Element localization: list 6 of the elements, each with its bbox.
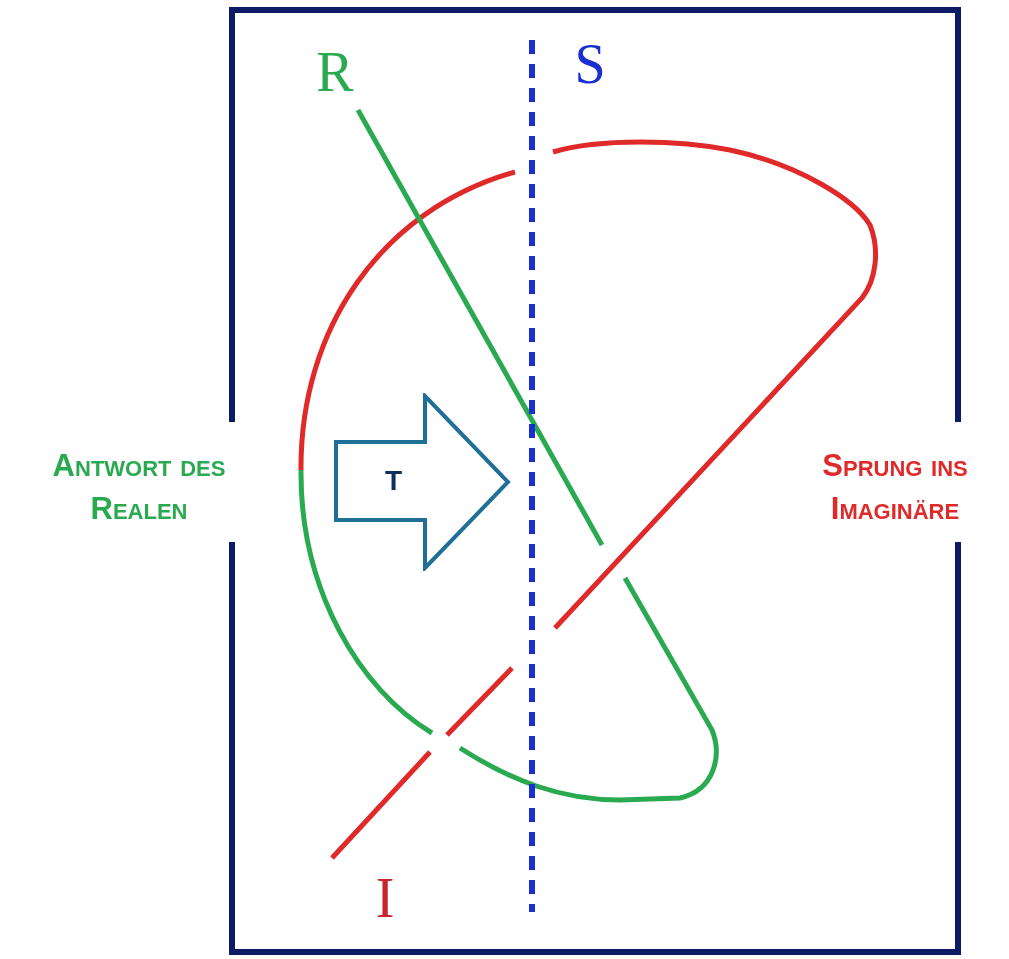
side-caption: Antwort des Realen xyxy=(51,447,227,529)
curve-label: I xyxy=(374,866,396,930)
line-label: S xyxy=(573,32,607,96)
curve-label: R xyxy=(315,40,355,104)
side-caption: Sprung ins Imaginäre xyxy=(821,447,969,529)
arrow-label: T xyxy=(385,465,403,497)
